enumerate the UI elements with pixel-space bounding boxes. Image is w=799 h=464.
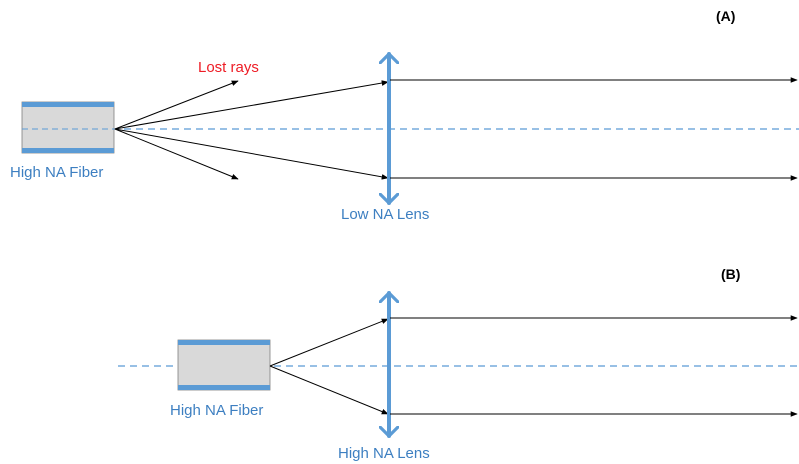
ray-to-lens-bottom-a xyxy=(114,128,389,180)
lens-label-b: High NA Lens xyxy=(338,445,430,462)
lens-label-a: Low NA Lens xyxy=(341,206,429,223)
fiber-cladding-top-b xyxy=(178,340,270,345)
panel-a-tag: (A) xyxy=(716,8,735,24)
fiber-cladding-bottom-b xyxy=(178,385,270,390)
panel-b: (B) High NA Fiber High NA Lens xyxy=(118,266,799,462)
fiber-core-a xyxy=(21,101,115,154)
panel-b-tag: (B) xyxy=(721,266,740,282)
ray-to-lens-top-b xyxy=(269,318,389,367)
fiber-label-a: High NA Fiber xyxy=(10,164,103,181)
fiber-b xyxy=(177,339,271,391)
fiber-cladding-bottom-a xyxy=(22,148,114,153)
fiber-label-b: High NA Fiber xyxy=(170,402,263,419)
ray-to-lens-bottom-b xyxy=(269,365,389,415)
lost-ray-upper xyxy=(114,80,239,130)
fiber-a xyxy=(21,101,115,154)
panel-a: (A) High NA Fiber Lost rays Low NA Lens xyxy=(10,8,799,223)
ray-to-lens-top-a xyxy=(114,80,389,130)
lost-rays-label: Lost rays xyxy=(198,59,259,76)
fiber-cladding-top-a xyxy=(22,102,114,107)
fiber-core-b xyxy=(177,339,271,391)
lost-ray-lower xyxy=(114,128,239,180)
